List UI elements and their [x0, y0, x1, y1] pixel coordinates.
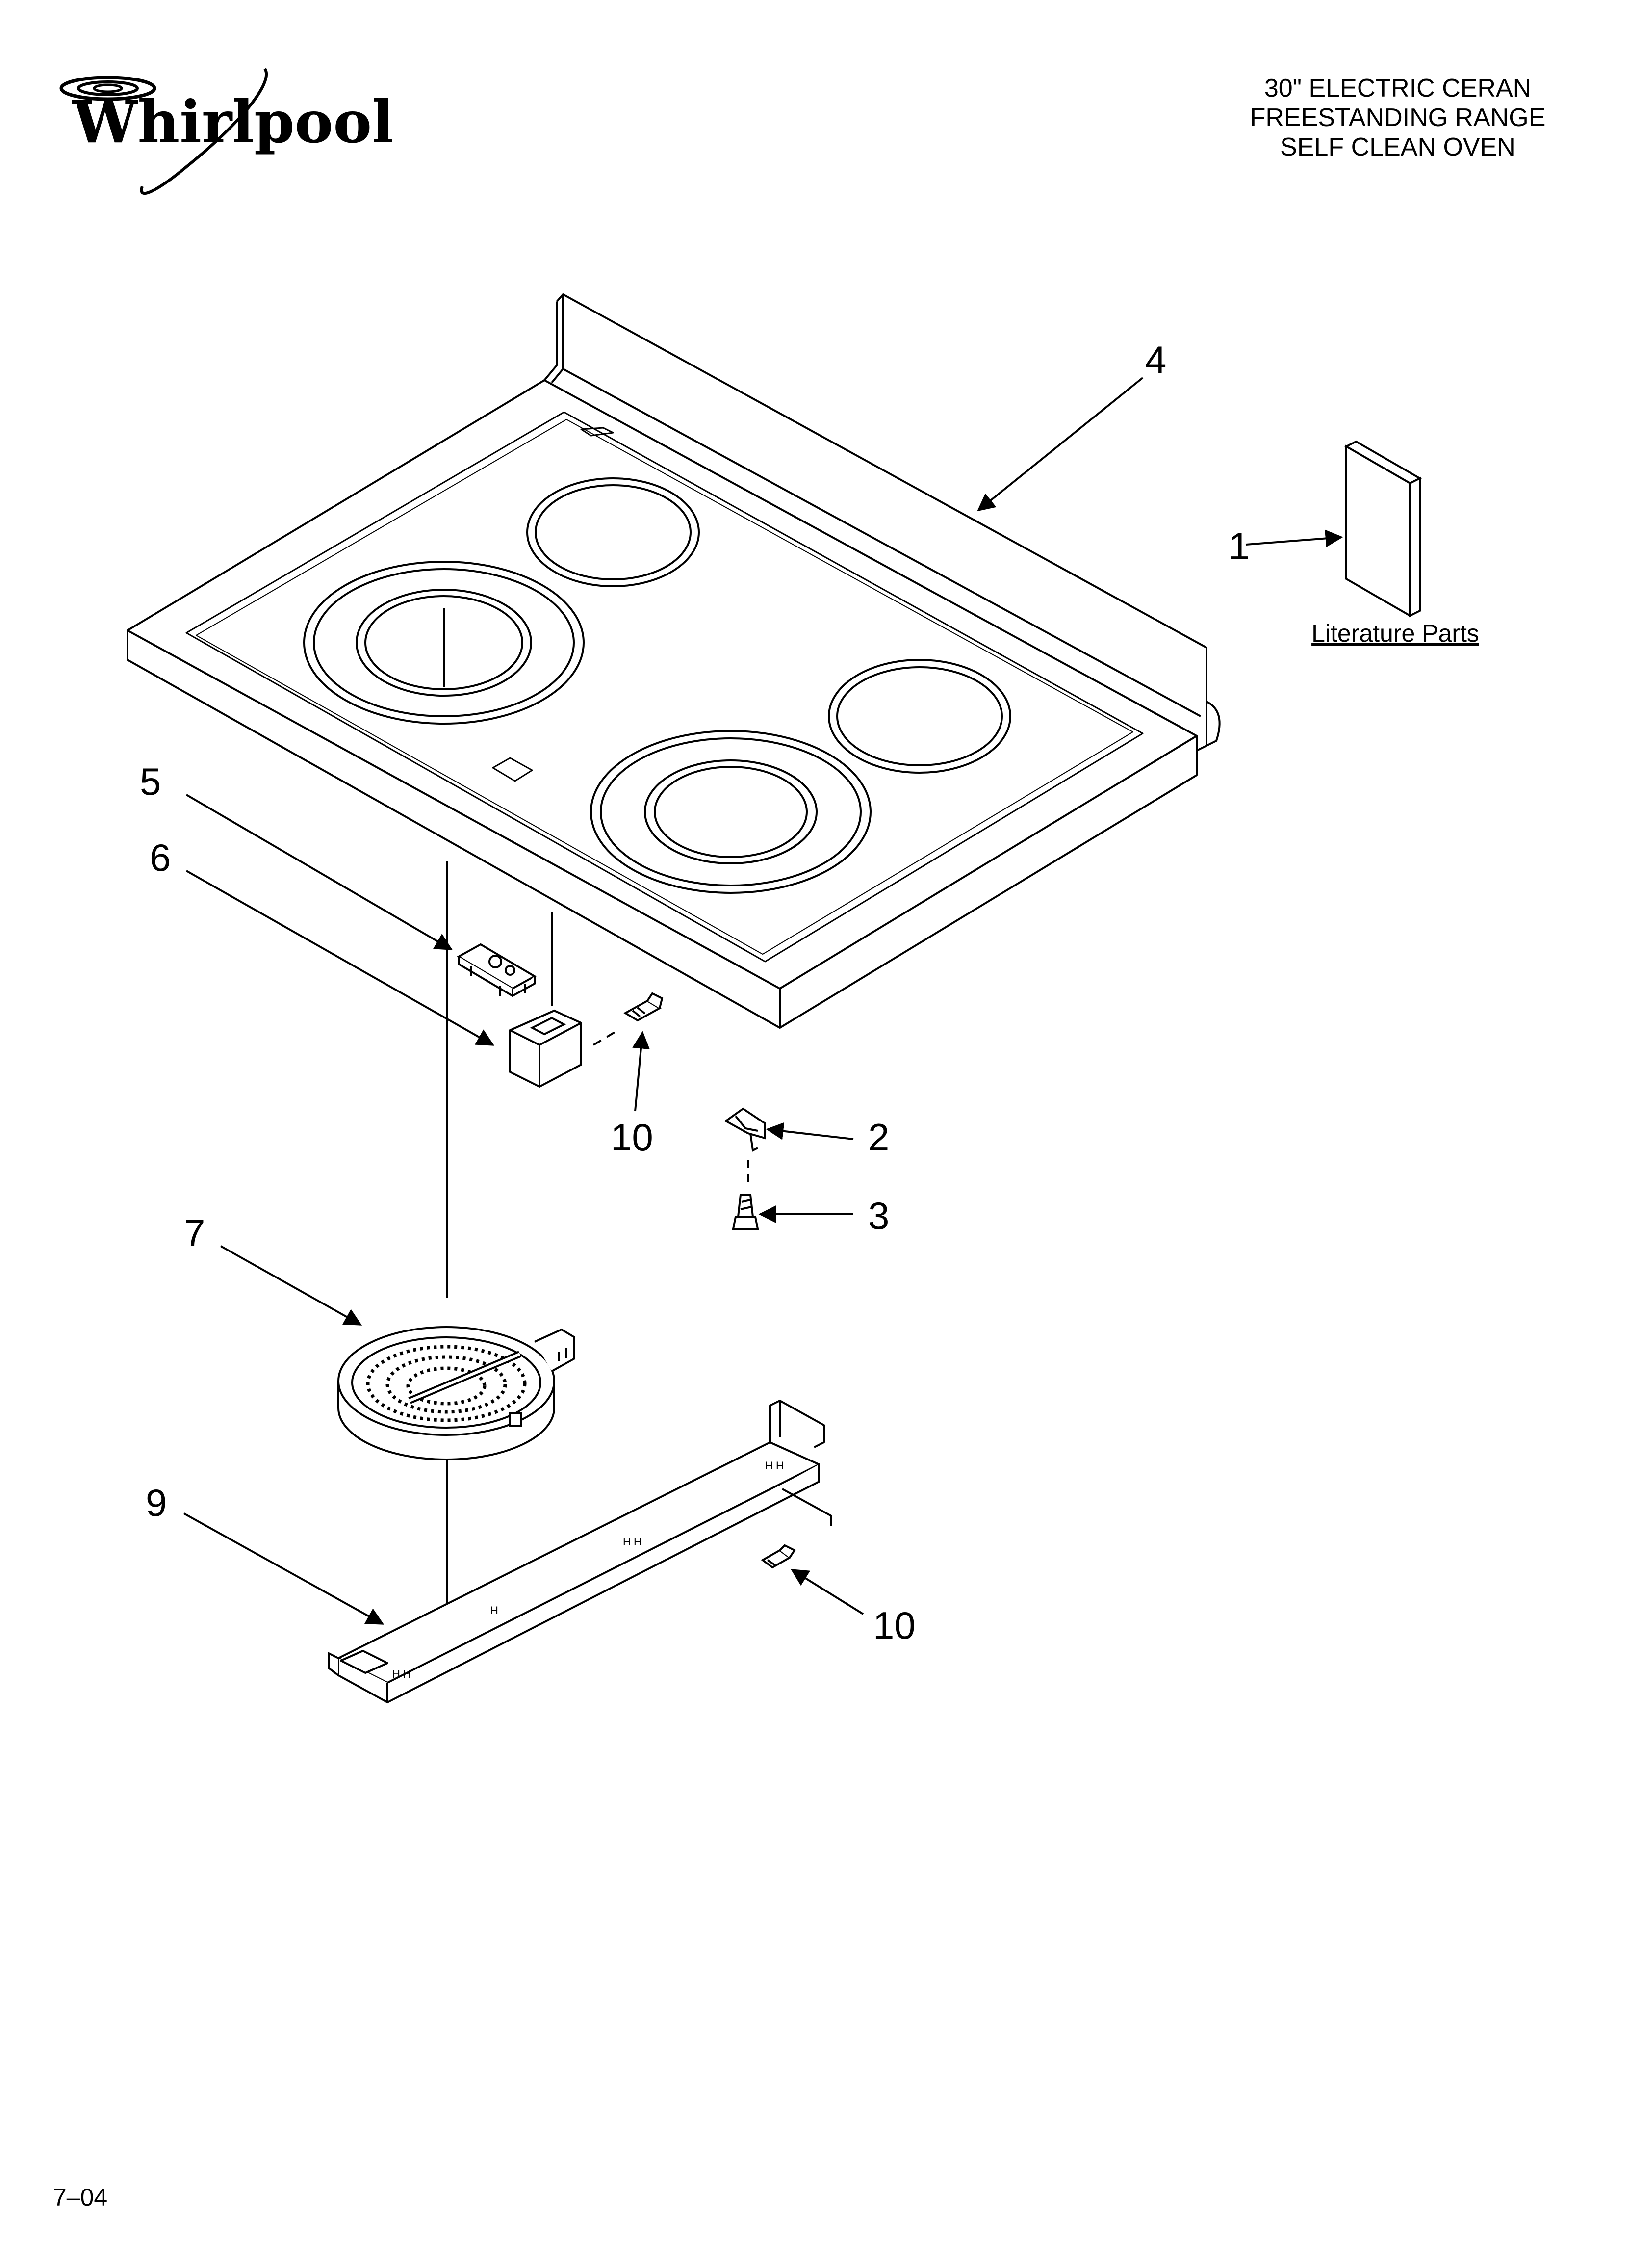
svg-text:H H: H H	[765, 1460, 784, 1472]
switch-bracket-icon	[509, 1009, 582, 1088]
title-line-3: SELF CLEAN OVEN	[1280, 133, 1515, 161]
callout-2: 2	[868, 1116, 889, 1159]
svg-text:H H: H H	[392, 1668, 411, 1680]
radiant-element-icon	[337, 1326, 575, 1460]
screw-lower-icon	[761, 1544, 796, 1569]
infinite-switch-icon	[456, 943, 537, 998]
brand-wordmark: Whirlpool	[72, 88, 394, 156]
callout-10-upper: 10	[611, 1116, 653, 1159]
callout-10-lower: 10	[873, 1604, 916, 1647]
title-line-2: FREESTANDING RANGE	[1250, 104, 1546, 132]
screw-upper-icon	[623, 992, 664, 1022]
swirl-mark-icon	[59, 68, 268, 195]
dash-bracket-lower-screw	[782, 1488, 832, 1526]
callout-1: 1	[1229, 524, 1250, 568]
dash-bracket-screw	[592, 1029, 619, 1046]
svg-text:H: H	[490, 1604, 498, 1616]
burner-front-left-icon	[303, 561, 585, 725]
callout-numbers: 1 2 3 4 5 6 7 9 10 10	[140, 338, 1250, 1647]
callout-6: 6	[150, 836, 171, 879]
title-line-1: 30" ELECTRIC CERAN	[1264, 74, 1532, 103]
callout-4: 4	[1145, 338, 1166, 381]
burner-front-right-icon	[590, 730, 872, 894]
callout-9: 9	[146, 1481, 167, 1524]
callout-3: 3	[868, 1194, 889, 1237]
callout-5: 5	[140, 760, 161, 803]
burner-rear-left-icon	[526, 477, 700, 587]
svg-text:H H: H H	[623, 1536, 641, 1548]
mounting-clip-icon	[724, 1107, 766, 1152]
cooktop-assembly	[127, 293, 1221, 1029]
diagram-title: 30" ELECTRIC CERAN FREESTANDING RANGE SE…	[1187, 74, 1609, 162]
burner-rear-right-icon	[828, 659, 1011, 774]
literature-parts-label: Literature Parts	[1311, 620, 1479, 647]
page-code: 7–04	[53, 2184, 108, 2211]
callout-7: 7	[184, 1211, 205, 1254]
whirlpool-logo: Whirlpool	[59, 68, 394, 195]
leader-lines	[183, 377, 1343, 1625]
literature-parts-icon	[1344, 440, 1422, 618]
support-bracket-icon: H H H H H H H	[328, 1400, 825, 1703]
screw-clip-icon	[732, 1194, 759, 1230]
